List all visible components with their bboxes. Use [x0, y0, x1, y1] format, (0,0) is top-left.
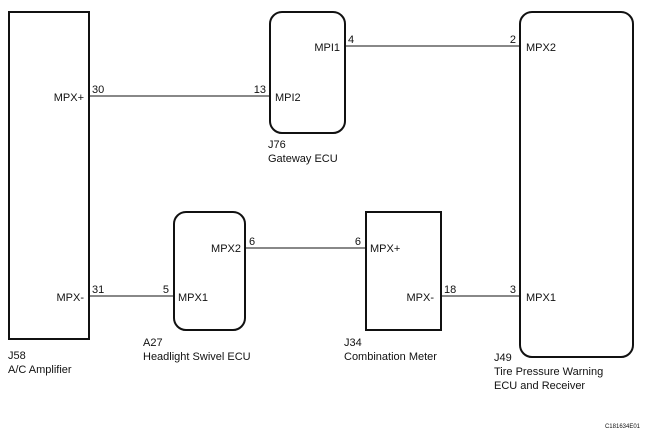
j76-pin-mpi2: MPI2 — [275, 92, 301, 104]
j58-code: J58 — [8, 350, 26, 362]
j34-name: Combination Meter — [344, 351, 437, 363]
j49-name-line2: ECU and Receiver — [494, 380, 585, 392]
wire-pin-number: 13 — [254, 84, 266, 96]
a27-pin-mpx2: MPX2 — [211, 243, 241, 255]
j34-pin-mpx-plus: MPX+ — [370, 243, 400, 255]
wire-pin-number: 18 — [444, 284, 456, 296]
a27-code: A27 — [143, 337, 163, 349]
j58-pin-mpx-plus: MPX+ — [54, 92, 84, 104]
j49-pin-mpx1: MPX1 — [526, 292, 556, 304]
wire-pin-number: 6 — [355, 236, 361, 248]
wire-pin-number: 4 — [348, 34, 354, 46]
a27-name: Headlight Swivel ECU — [143, 351, 251, 363]
j49-pin-mpx2: MPX2 — [526, 42, 556, 54]
figure-code: C181634E01 — [605, 424, 641, 430]
wire-pin-number: 6 — [249, 236, 255, 248]
j58-name: A/C Amplifier — [8, 364, 72, 376]
j49-code: J49 — [494, 352, 512, 364]
wire-pin-number: 31 — [92, 284, 104, 296]
j49-tire-pressure-ecu-box — [519, 11, 634, 358]
j58-pin-mpx-minus: MPX- — [57, 292, 85, 304]
j49-name-line1: Tire Pressure Warning — [494, 366, 603, 378]
j76-name: Gateway ECU — [268, 153, 338, 165]
a27-pin-mpx1: MPX1 — [178, 292, 208, 304]
j34-pin-mpx-minus: MPX- — [407, 292, 435, 304]
wire-pin-number: 2 — [510, 34, 516, 46]
j76-pin-mpi1: MPI1 — [314, 42, 340, 54]
wire-pin-number: 30 — [92, 84, 104, 96]
wire-pin-number: 5 — [163, 284, 169, 296]
j76-gateway-ecu-box — [269, 11, 346, 134]
wire-pin-number: 3 — [510, 284, 516, 296]
j76-code: J76 — [268, 139, 286, 151]
a27-headlight-swivel-ecu-box — [173, 211, 246, 331]
j58-ac-amplifier-box — [8, 11, 90, 340]
j34-combination-meter-box — [365, 211, 442, 331]
j34-code: J34 — [344, 337, 362, 349]
